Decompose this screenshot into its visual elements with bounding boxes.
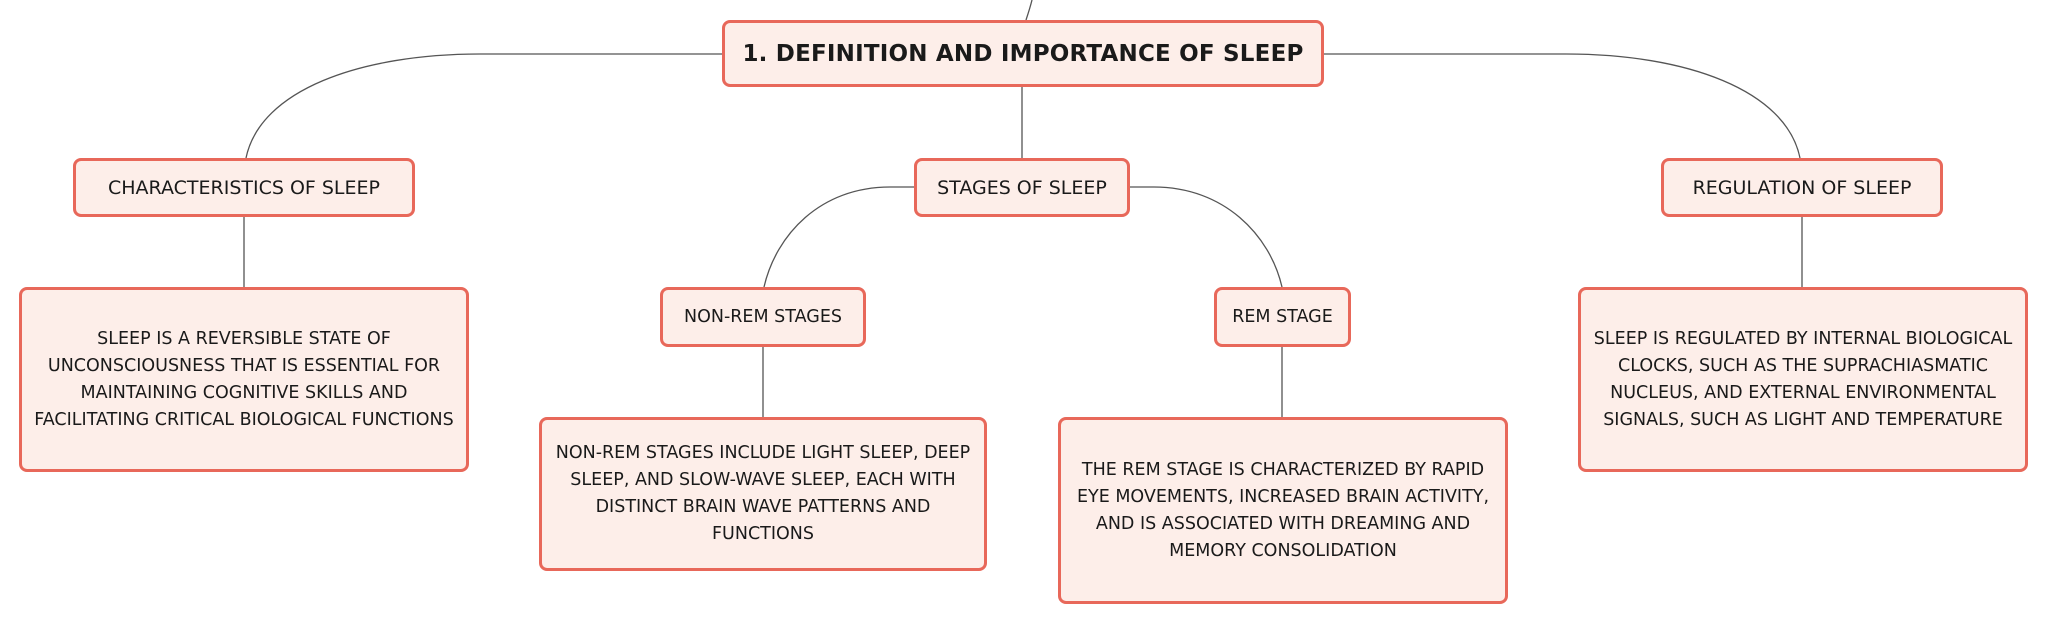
regulation-node[interactable]: REGULATION OF SLEEP xyxy=(1661,158,1943,217)
non-rem-node[interactable]: NON-REM STAGES xyxy=(660,287,866,347)
connector-stages-to-rem xyxy=(1130,186,1283,288)
non-rem-label: NON-REM STAGES xyxy=(684,307,842,327)
non-rem-description: NON-REM STAGES INCLUDE LIGHT SLEEP, DEEP… xyxy=(555,443,971,544)
rem-node[interactable]: REM STAGE xyxy=(1214,287,1351,347)
characteristics-node[interactable]: CHARACTERISTICS OF SLEEP xyxy=(73,158,415,217)
characteristics-description: SLEEP IS A REVERSIBLE STATE OF UNCONSCIO… xyxy=(34,328,454,430)
non-rem-description-node[interactable]: NON-REM STAGES INCLUDE LIGHT SLEEP, DEEP… xyxy=(539,417,987,571)
rem-label: REM STAGE xyxy=(1232,307,1333,327)
regulation-label: REGULATION OF SLEEP xyxy=(1692,176,1912,199)
rem-description: THE REM STAGE IS CHARACTERIZED BY RAPID … xyxy=(1076,459,1490,561)
connector-stages-to-nonrem xyxy=(763,186,914,288)
regulation-description-node[interactable]: SLEEP IS REGULATED BY INTERNAL BIOLOGICA… xyxy=(1578,287,2028,472)
characteristics-label: CHARACTERISTICS OF SLEEP xyxy=(107,176,380,199)
root-title: 1. DEFINITION AND IMPORTANCE OF SLEEP xyxy=(742,40,1304,67)
characteristics-description-node[interactable]: SLEEP IS A REVERSIBLE STATE OF UNCONSCIO… xyxy=(19,287,469,472)
regulation-description: SLEEP IS REGULATED BY INTERNAL BIOLOGICA… xyxy=(1593,328,2013,430)
root-node[interactable]: 1. DEFINITION AND IMPORTANCE OF SLEEP xyxy=(722,20,1324,87)
connector-root-to-characteristics xyxy=(245,53,722,159)
rem-description-node[interactable]: THE REM STAGE IS CHARACTERIZED BY RAPID … xyxy=(1058,417,1508,604)
stages-node[interactable]: STAGES OF SLEEP xyxy=(914,158,1130,217)
stages-label: STAGES OF SLEEP xyxy=(937,176,1107,199)
connector-root-to-regulation xyxy=(1324,53,1801,159)
connector-parent-to-root xyxy=(1025,0,1033,21)
